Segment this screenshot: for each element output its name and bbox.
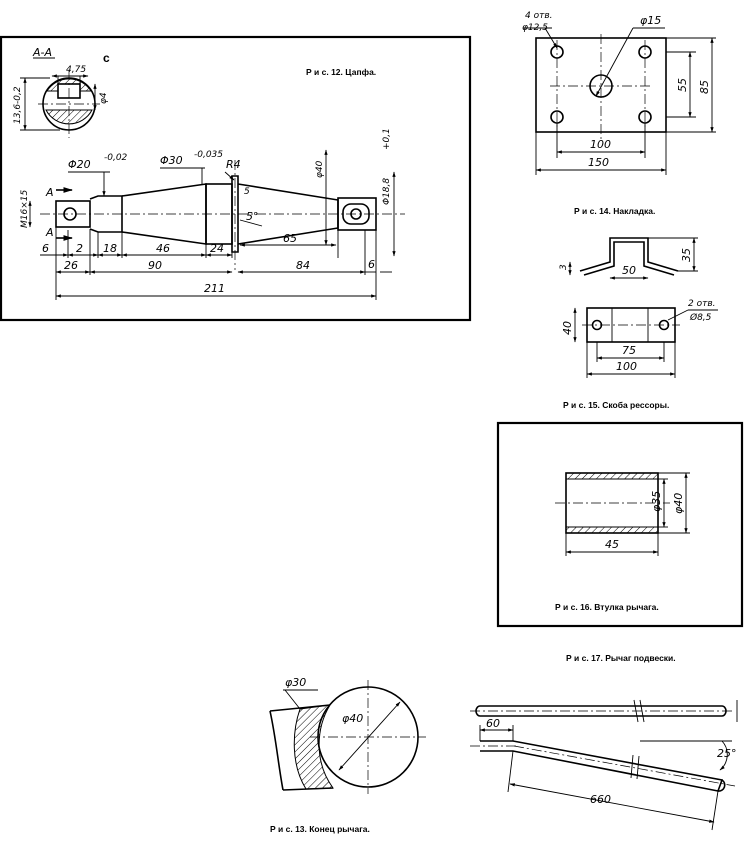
fig17-dim-25deg: 25° — [717, 747, 737, 760]
fig12-section-label: А-А — [32, 46, 52, 59]
fig14-caption: Р и с. 14. Накладка. — [574, 206, 655, 216]
fig12-caption: Р и с. 12. Цапфа. — [306, 67, 376, 77]
fig17-dim-60: 60 — [486, 717, 500, 730]
fig15-dim-35: 35 — [680, 248, 693, 262]
fig12-dim-65: 65 — [283, 232, 297, 245]
fig12-dim-6: 6 — [42, 242, 49, 255]
fig12-dim-6b: 6 — [368, 258, 375, 271]
fig12-trunnion: А-А с 4,75 φ4 13,6-0,2 Р и с. 12. Цапфа. — [0, 35, 472, 322]
fig12-dim-phi30-tol: -0,035 — [194, 150, 223, 160]
fig14-dim-phi15: φ15 — [640, 14, 661, 27]
fig12-cut-a-top: А — [45, 186, 54, 199]
fig17-suspension-lever: Р и с. 17. Рычаг подвески. 60 25° 660 — [470, 653, 738, 831]
fig12-dim-phi40: φ40 — [315, 160, 325, 178]
fig12-dim-r4: R4 — [226, 158, 241, 171]
fig16-caption: Р и с. 16. Втулка рычага. — [555, 602, 659, 612]
fig14-dim-150: 150 — [588, 156, 609, 169]
fig14-dim-100: 100 — [590, 138, 611, 151]
fig12-dim-phi4: φ4 — [99, 92, 109, 104]
fig14-dim-85: 85 — [698, 80, 711, 94]
fig12-dim-phi20-tol: -0,02 — [104, 153, 128, 163]
fig12-cut-a-bottom: А — [45, 226, 54, 239]
fig14-holes-count: 4 отв. — [525, 11, 553, 21]
fig12-dim-211: 211 — [204, 282, 225, 295]
fig15-dim-50: 50 — [622, 264, 636, 277]
fig12-dim-5deg: 5° — [246, 210, 259, 223]
fig12-dim-2: 2 — [76, 242, 83, 255]
fig15-holes-diameter: Ø8,5 — [689, 312, 712, 323]
fig13-lever-end: φ30 φ40 Р и с. 13. Конец рычага. — [269, 676, 426, 834]
fig15-caption: Р и с. 15. Скоба рессоры. — [563, 400, 669, 410]
fig12-section-aa: А-А с 4,75 φ4 13,6-0,2 — [13, 46, 110, 138]
fig12-dim-90: 90 — [148, 259, 162, 272]
fig12-dim-key: 4,75 — [66, 65, 86, 75]
fig14-dim-55: 55 — [676, 78, 689, 92]
fig15-dim-75: 75 — [622, 344, 636, 357]
fig12-dim-m16: М16×15 — [20, 190, 30, 228]
fig12-frame — [0, 35, 472, 322]
fig12-shaft: А А Φ20 -0,02 Φ30 -0,035 R4 φ40 Φ18,8 +0… — [20, 128, 405, 300]
fig15-holes-count: 2 отв. — [688, 299, 716, 309]
fig12-dim-18: 18 — [103, 242, 117, 255]
fig17-dim-660: 660 — [590, 793, 611, 806]
fig13-dim-phi30: φ30 — [285, 676, 306, 689]
fig16-frame — [496, 421, 744, 628]
fig15-dim-100: 100 — [616, 360, 637, 373]
fig15-spring-clamp: 3 50 35 40 2 отв. Ø8,5 75 100 Р и с. 15.… — [559, 237, 718, 410]
fig12-dim-24: 24 — [210, 242, 224, 255]
fig12-mark-c: с — [103, 51, 110, 65]
fig15-dim-3: 3 — [559, 264, 569, 270]
fig17-caption: Р и с. 17. Рычаг подвески. — [566, 653, 676, 663]
fig14-plate: 4 отв. φ12,5 φ15 55 85 100 150 Р и с. 14… — [522, 11, 716, 216]
fig13-caption: Р и с. 13. Конец рычага. — [270, 824, 370, 834]
fig13-dim-phi40: φ40 — [342, 712, 363, 725]
fig16-dim-45: 45 — [605, 538, 619, 551]
fig15-dim-40: 40 — [561, 321, 574, 335]
fig12-dim-84: 84 — [296, 259, 310, 272]
fig14-holes-diameter: φ12,5 — [522, 23, 548, 33]
fig12-dim-phi188-tol: +0,1 — [382, 128, 392, 150]
fig16-bushing: φ35 φ40 45 Р и с. 16. Втулка рычага. — [496, 421, 744, 628]
fig12-dim-5: 5 — [244, 187, 250, 197]
fig12-dim-136: 13,6-0,2 — [13, 86, 23, 124]
fig16-dim-phi35: φ35 — [650, 491, 663, 512]
fig12-dim-26: 26 — [64, 259, 78, 272]
fig16-dim-phi40: φ40 — [672, 493, 685, 514]
fig12-dim-phi188: Φ18,8 — [382, 178, 392, 205]
fig12-dim-phi20: Φ20 — [68, 158, 91, 171]
fig12-dim-phi30: Φ30 — [160, 154, 183, 167]
fig12-dim-46: 46 — [156, 242, 170, 255]
